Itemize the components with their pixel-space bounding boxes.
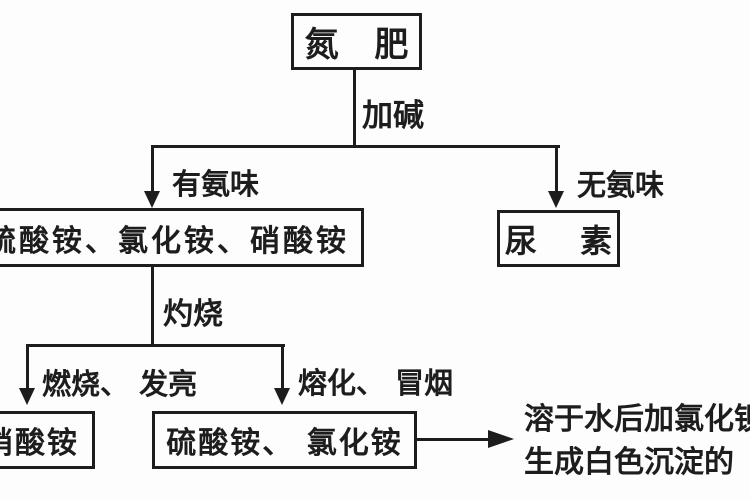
connector-melt-branch bbox=[281, 347, 284, 389]
result-note: 溶于水后加氯化钡 生成白色沉淀的 bbox=[524, 398, 750, 484]
connector-result bbox=[417, 438, 495, 441]
arrow-down-burn-icon bbox=[19, 388, 35, 405]
arrow-down-melt-icon bbox=[274, 388, 290, 405]
result-note-line1: 溶于水后加氯化钡 bbox=[524, 402, 750, 437]
connector-burn-branch bbox=[26, 347, 29, 389]
connector-root-down bbox=[353, 70, 356, 148]
connector-branch-horizontal bbox=[151, 145, 560, 148]
connector-calcine-down bbox=[151, 267, 154, 347]
node-urea: 尿 素 bbox=[497, 210, 620, 267]
node-sulfate-chloride-label: 硫酸铵、 氯化铵 bbox=[166, 426, 403, 461]
node-ammonium-nitrate-label: 硝酸铵 bbox=[0, 426, 79, 461]
arrow-right-result-icon bbox=[488, 430, 514, 448]
node-ammonium-salts-label: 硫酸铵、氯化铵、硝酸铵 bbox=[0, 223, 349, 259]
edge-label-melt-smoke: 熔化、 冒烟 bbox=[298, 366, 454, 400]
connector-calcine-horizontal bbox=[26, 344, 285, 347]
node-nitrogen-fertilizer-label: 氮 肥 bbox=[304, 25, 421, 65]
arrow-down-right-icon bbox=[548, 191, 564, 208]
edge-label-burn-bright: 燃烧、 发亮 bbox=[42, 367, 198, 401]
node-ammonium-salts: 硫酸铵、氯化铵、硝酸铵 bbox=[0, 208, 364, 267]
connector-left-branch bbox=[151, 148, 154, 192]
node-urea-label: 尿 素 bbox=[504, 221, 629, 260]
arrow-down-left-icon bbox=[144, 191, 160, 208]
edge-label-add-alkali: 加碱 bbox=[362, 98, 424, 134]
edge-label-no-ammonia: 无氨味 bbox=[577, 168, 665, 202]
node-nitrogen-fertilizer: 氮 肥 bbox=[291, 13, 422, 70]
edge-label-calcine: 灼烧 bbox=[163, 297, 223, 332]
node-sulfate-chloride: 硫酸铵、 氯化铵 bbox=[152, 411, 417, 469]
connector-right-branch bbox=[555, 148, 558, 192]
edge-label-has-ammonia: 有氨味 bbox=[172, 167, 260, 201]
node-ammonium-nitrate: 硝酸铵 bbox=[0, 411, 95, 469]
result-note-line2: 生成白色沉淀的 bbox=[524, 445, 734, 480]
